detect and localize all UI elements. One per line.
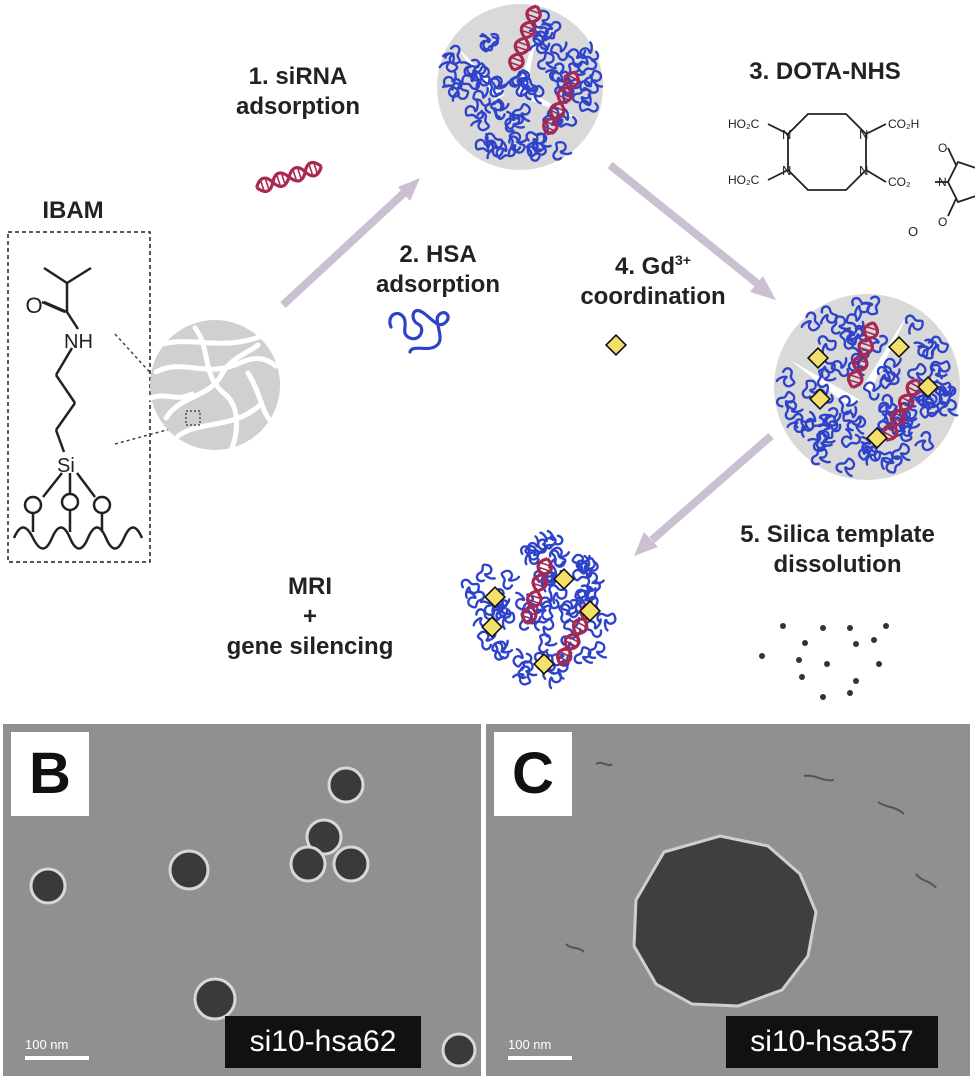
dota-group-bottom-right: CO₂ — [888, 175, 911, 189]
outcome-line3: gene silencing — [226, 633, 394, 660]
protein-glyph — [474, 562, 497, 583]
svg-text:N: N — [938, 175, 947, 189]
step-gd-line1: 4. Gd3+ — [558, 252, 748, 282]
synthesis-schematic: O NH Si — [7, 2, 975, 700]
panel-b-scale-label: 100 nm — [25, 1037, 69, 1052]
panel-c-scale-label: 100 nm — [508, 1037, 552, 1052]
step-silica-dissolution: 5. Silica template dissolution — [700, 520, 975, 580]
svg-text:N: N — [859, 163, 868, 178]
svg-text:N: N — [782, 127, 791, 142]
panel-b-sample-label: si10-hsa62 — [225, 1016, 421, 1068]
protein-glyph — [532, 629, 559, 655]
si-atom-label: Si — [57, 455, 75, 477]
arrow-to-final-particle — [634, 432, 774, 556]
silica-template-particle — [147, 320, 280, 451]
sirna-helix-icon — [252, 158, 326, 196]
dota-group-top-left: HO₂C — [728, 117, 760, 131]
protein-glyph — [573, 645, 595, 666]
step-gd-coordination: 4. Gd3+ coordination — [558, 252, 748, 312]
hsa-protein-icon — [388, 309, 450, 354]
dota-group-bottom-left: HO₂C — [728, 173, 760, 187]
svg-text:N: N — [859, 127, 868, 142]
outcome-label: MRI + gene silencing — [190, 572, 430, 662]
dissolved-silica-dots — [759, 623, 889, 700]
step-gd-charge: 3+ — [675, 252, 691, 268]
step-hsa-adsorption: 2. HSA adsorption — [338, 240, 538, 300]
gd-loaded-particle — [774, 294, 960, 480]
step-sirna-line2: adsorption — [236, 93, 360, 120]
step-gd-line2: coordination — [580, 283, 726, 310]
arrow-to-gd-particle — [607, 161, 776, 300]
dota-group-top-right: CO₂H — [888, 117, 919, 131]
panel-c-letter: C — [494, 732, 572, 816]
arrow-to-sirna-particle — [280, 178, 420, 308]
ibam-label: IBAM — [42, 197, 104, 224]
dota-nhs-structure: N N N N O HO₂C CO₂H HO₂C CO₂ O O N — [728, 113, 975, 239]
panel-c-sample-label: si10-hsa357 — [726, 1016, 938, 1068]
step-sirna-line1: 1. siRNA — [248, 63, 348, 90]
nh-atom-label: NH — [64, 331, 93, 353]
sirna-loaded-particle — [437, 2, 606, 170]
outcome-line1: MRI — [288, 573, 332, 600]
step-gd-prefix: 4. Gd — [615, 253, 676, 280]
protein-glyph — [587, 640, 609, 660]
step-dota-nhs: 3. DOTA-NHS — [749, 58, 901, 85]
svg-text:O: O — [25, 293, 42, 318]
protein-glyph — [494, 565, 522, 592]
panel-b-scale-bar — [25, 1056, 89, 1060]
panel-b-letter: B — [11, 732, 89, 816]
step-dissolution-line2: dissolution — [773, 551, 902, 578]
step-sirna-adsorption: 1. siRNA adsorption — [188, 62, 408, 122]
svg-text:O: O — [908, 224, 918, 239]
step-dissolution-line1: 5. Silica template — [740, 521, 935, 548]
step-hsa-line1: 2. HSA — [399, 241, 477, 268]
panel-c-scale-bar — [508, 1056, 572, 1060]
svg-text:O: O — [938, 141, 947, 155]
ibam-structure: O NH Si — [7, 231, 151, 563]
tem-panel-c: C 100 nm si10-hsa357 — [486, 724, 970, 1076]
hsa-sirna-gd-particle — [459, 528, 621, 690]
step-hsa-line2: adsorption — [376, 271, 500, 298]
svg-text:N: N — [782, 163, 791, 178]
tem-panel-b: B 100 nm si10-hsa62 — [3, 724, 481, 1076]
gd-ion-icon — [605, 334, 627, 356]
outcome-line2: + — [302, 603, 317, 630]
svg-text:O: O — [938, 215, 947, 229]
